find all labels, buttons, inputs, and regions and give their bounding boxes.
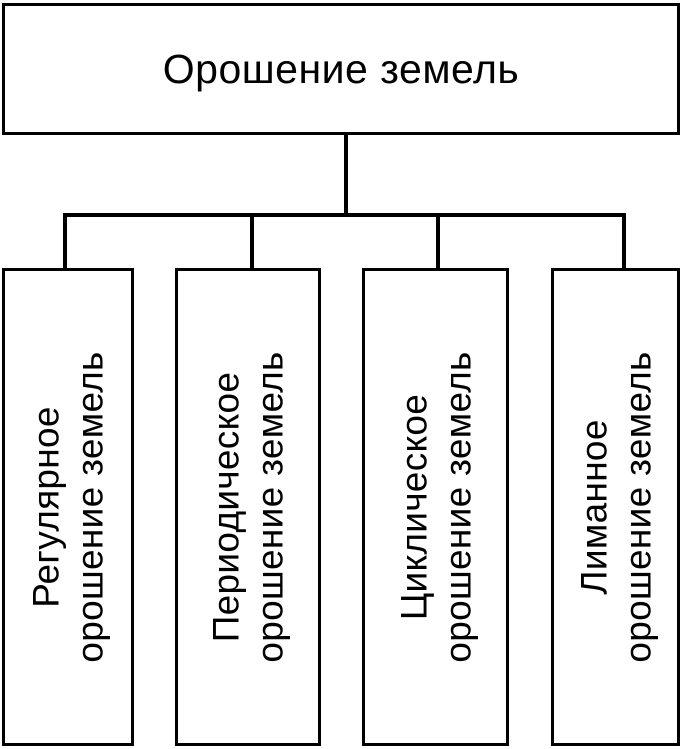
child-node-liman-line-1: Лиманное [572,419,614,595]
child-node-regular-label: Регулярное орошение земель [24,351,111,662]
child-node-cyclic-label-block: Циклическое орошение земель [392,351,479,662]
connector-drop-3 [436,213,440,269]
child-node-regular-line-1: Регулярное [25,406,67,608]
connector-root-stem [344,135,348,217]
child-node-regular[interactable]: Регулярное орошение земель [2,268,134,746]
child-node-cyclic[interactable]: Циклическое орошение земель [362,268,509,746]
child-node-liman-label: Лиманное орошение земель [572,351,659,662]
child-node-cyclic-label: Циклическое орошение земель [392,351,479,662]
child-node-periodic-line-1: Периодическое [205,371,247,643]
connector-drop-4 [622,213,626,269]
child-node-periodic[interactable]: Периодическое орошение земель [175,268,321,746]
child-node-liman-line-2: орошение земель [616,351,658,663]
child-node-liman-label-block: Лиманное орошение земель [572,351,659,662]
child-node-regular-line-2: орошение земель [69,351,110,663]
connector-horizontal-bus [63,213,626,217]
root-node-irrigation[interactable]: Орошение земель [2,3,680,135]
child-node-periodic-line-2: орошение земель [249,351,290,663]
child-node-periodic-label-block: Периодическое орошение земель [204,351,291,662]
child-node-cyclic-line-2: орошение земель [436,351,478,663]
child-node-regular-label-block: Регулярное орошение земель [24,351,111,662]
root-node-label: Орошение земель [162,45,520,92]
child-node-liman[interactable]: Лиманное орошение земель [551,268,680,746]
connector-drop-2 [250,213,254,269]
child-node-cyclic-line-1: Циклическое [392,393,434,621]
connector-drop-1 [63,213,67,269]
child-node-periodic-label: Периодическое орошение земель [204,351,291,662]
